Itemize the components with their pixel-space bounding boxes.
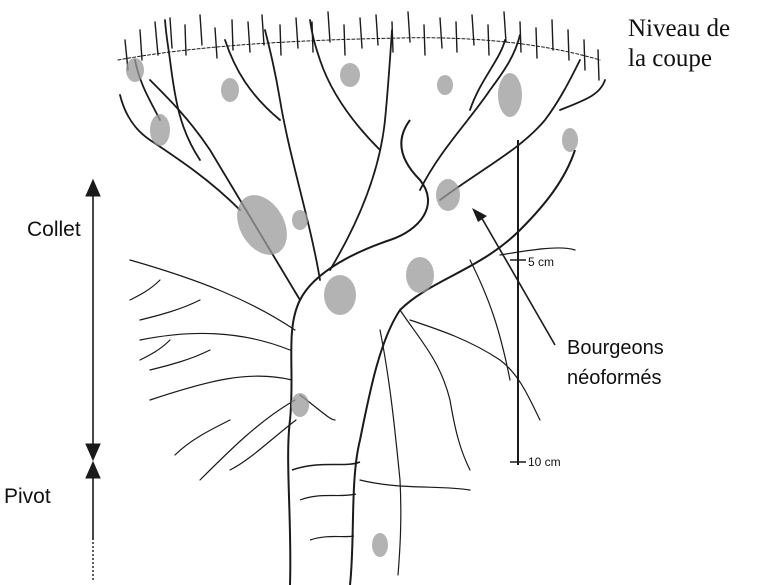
bud-pointer [472,208,555,345]
scale-bar [510,140,526,465]
cut-level-line-1: Niveau de [628,14,730,44]
cut-level-line-2: la coupe [628,44,730,74]
collet-arrow [86,180,100,460]
buds-line-1: Bourgeons [567,333,664,363]
buds-label: Bourgeons néoformés [567,333,664,393]
collet-label: Collet [27,218,81,242]
trunk [288,120,575,585]
cut-level-label: Niveau de la coupe [628,14,730,74]
buds-line-2: néoformés [567,363,664,393]
scale-label-5cm: 5 cm [528,255,554,269]
bud-shading [126,58,578,557]
pivot-arrow [86,462,100,580]
scale-label-10cm: 10 cm [528,455,561,469]
pivot-label: Pivot [4,485,51,509]
